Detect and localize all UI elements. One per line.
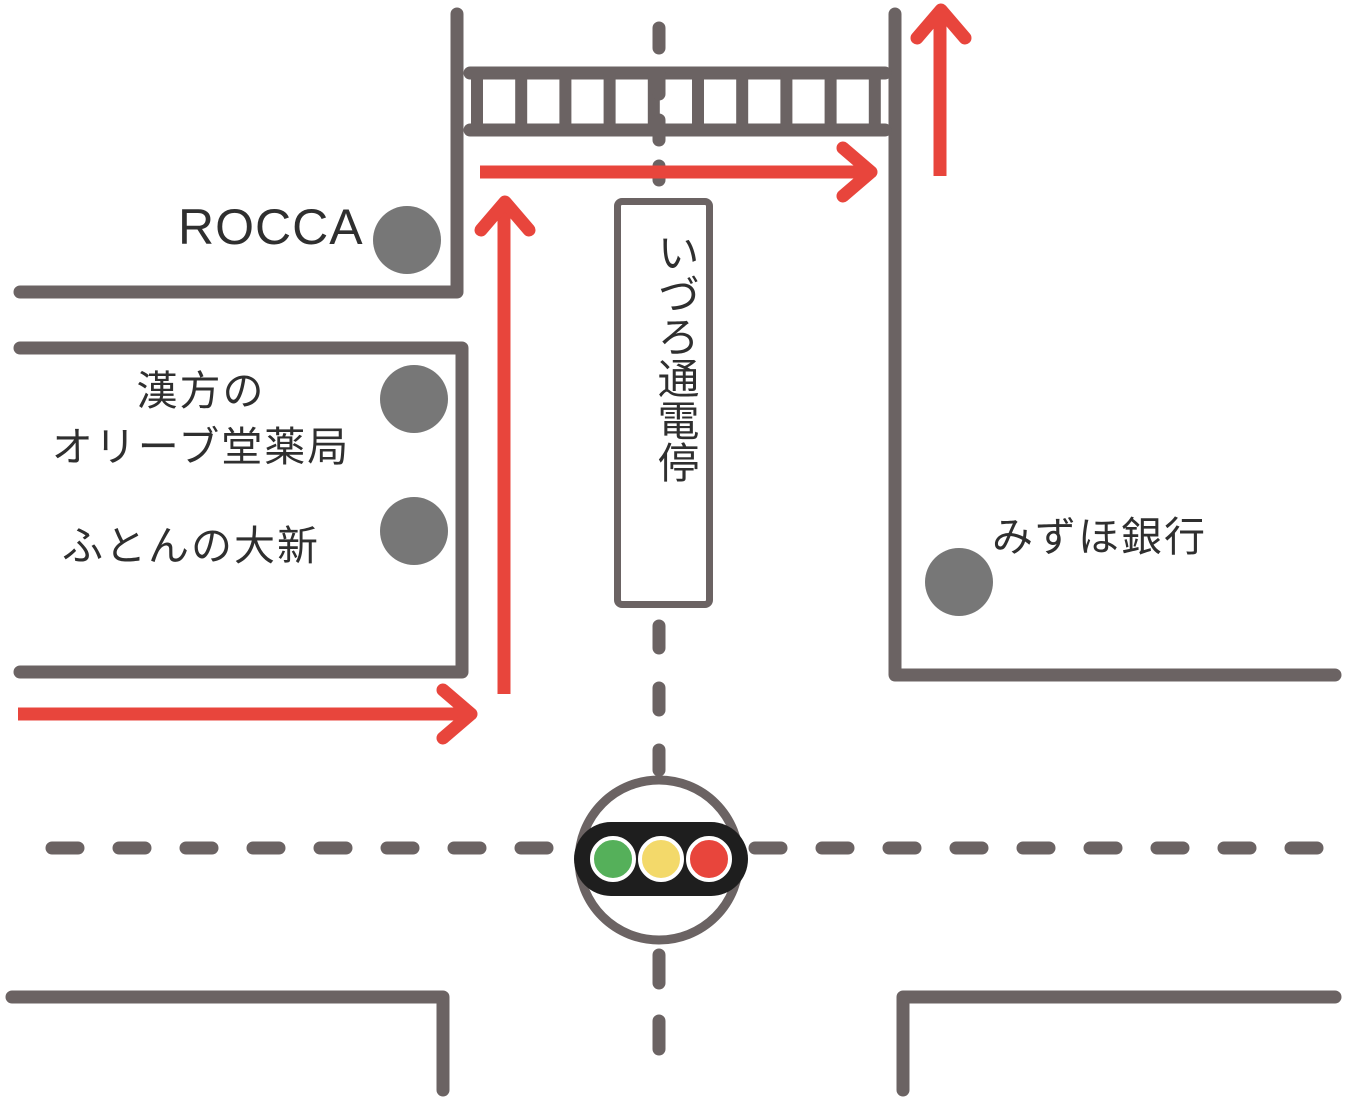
road-edge-south-west xyxy=(5,990,450,1097)
road-edge-rocca-block xyxy=(13,7,464,299)
arrow-icon xyxy=(436,683,478,745)
center-lines xyxy=(45,21,1337,1067)
route xyxy=(18,3,972,745)
landmark-pins xyxy=(373,206,993,616)
rail-ties xyxy=(471,73,881,130)
landmark-mizuho-label: みずほ銀行 xyxy=(992,513,1207,561)
signal-yellow-lamp xyxy=(638,836,684,882)
pin-icon xyxy=(380,365,448,433)
signal-green-lamp xyxy=(590,836,636,882)
pin-icon xyxy=(380,497,448,565)
landmark-futon-label: ふとんの大新 xyxy=(62,522,320,570)
tram-stop-sign: いづろ通電停 xyxy=(614,198,713,608)
arrow-icon xyxy=(474,195,536,237)
roads xyxy=(5,7,1342,1097)
road-edge-kampo-block xyxy=(13,341,469,679)
arrow-icon xyxy=(910,3,972,45)
traffic-light-icon xyxy=(574,775,748,945)
landmark-kampo-line2: オリーブ堂薬局 xyxy=(51,423,351,471)
landmark-kampo-line1: 漢方の xyxy=(136,367,266,415)
landmark-rocca-label: ROCCA xyxy=(178,199,364,255)
railway-track-icon xyxy=(463,66,892,137)
landmark-kampo-label: 漢方の オリーブ堂薬局 xyxy=(40,363,362,475)
arrow-icon xyxy=(836,141,878,203)
signal-red-lamp xyxy=(686,836,732,882)
pin-icon xyxy=(373,206,441,274)
road-edge-mizuho-block xyxy=(888,7,1342,682)
tram-stop-name: いづろ通電停 xyxy=(651,231,700,483)
road-edge-south-east xyxy=(896,990,1342,1097)
pin-icon xyxy=(925,548,993,616)
